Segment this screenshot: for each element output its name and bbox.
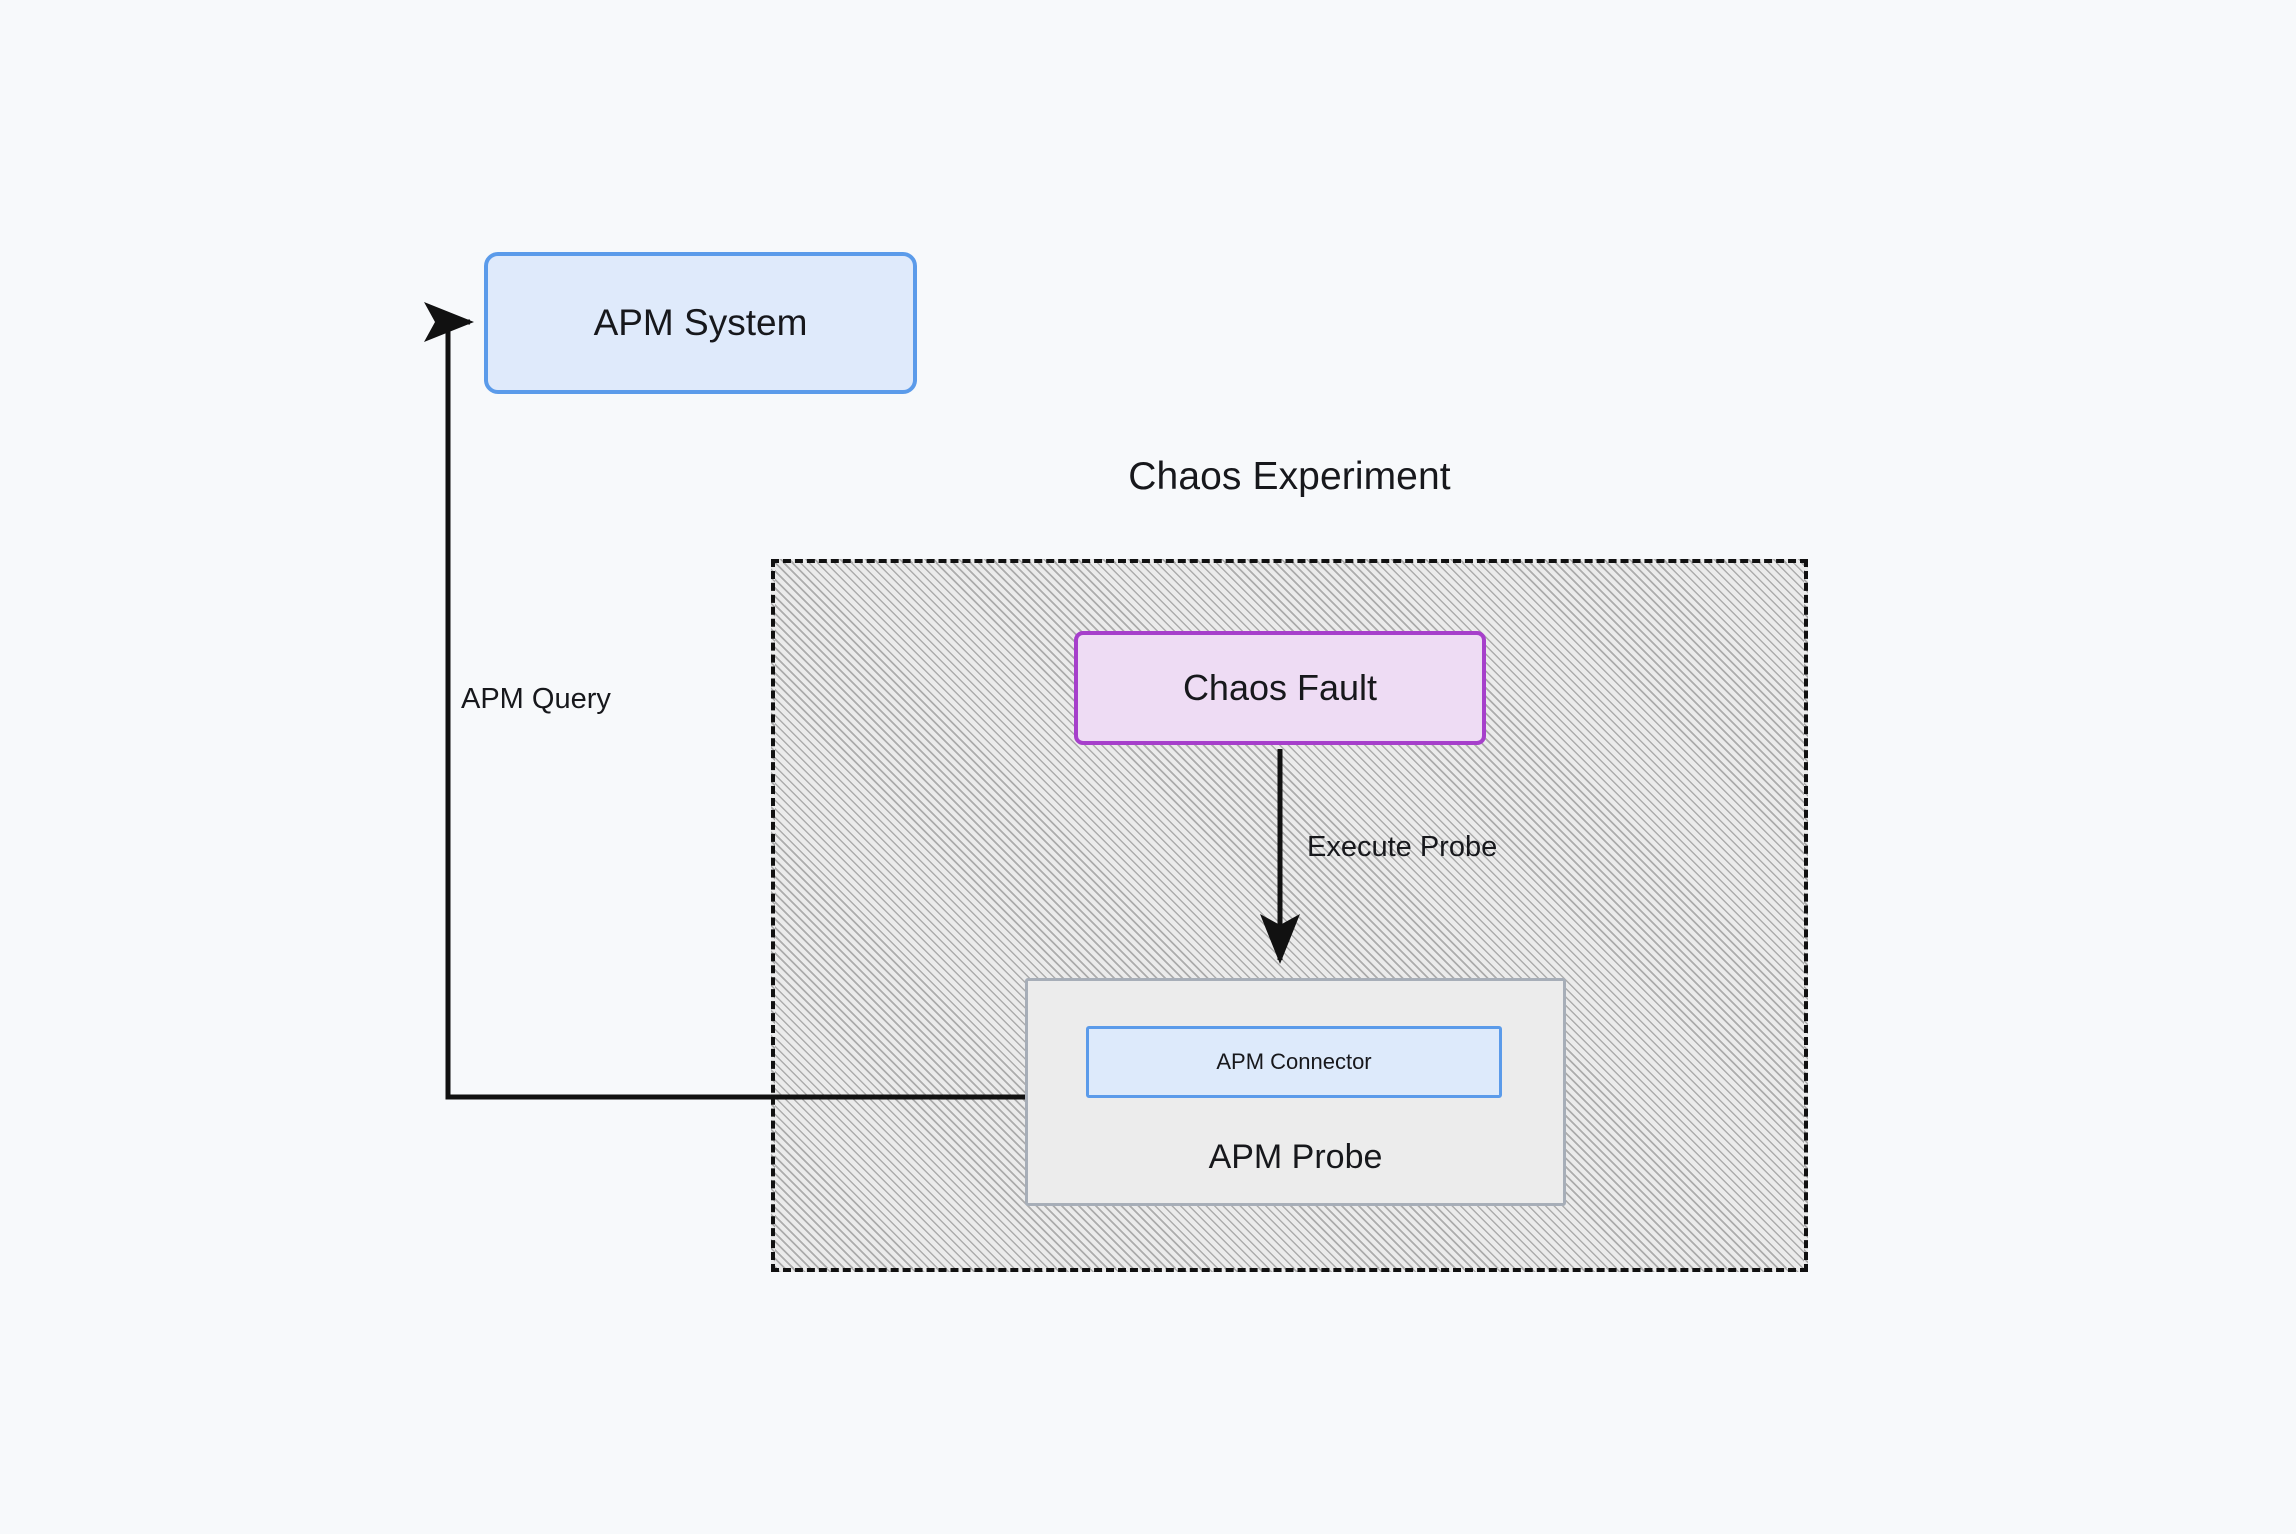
node-apm-connector-label: APM Connector — [1216, 1049, 1372, 1074]
edge-label-apm-query: APM Query — [461, 683, 611, 715]
node-apm-probe[interactable]: APM Connector APM Probe — [1025, 978, 1566, 1206]
node-apm-connector[interactable]: APM Connector — [1086, 1026, 1502, 1098]
node-chaos-fault-label: Chaos Fault — [1182, 667, 1378, 708]
node-apm-probe-label: APM Probe — [1208, 1138, 1383, 1176]
node-chaos-fault[interactable]: Chaos Fault — [1074, 631, 1486, 745]
node-apm-system-label: APM System — [593, 302, 808, 343]
edge-label-execute-probe: Execute Probe — [1307, 831, 1498, 863]
cluster-title-chaos-experiment: Chaos Experiment — [1128, 455, 1451, 498]
node-apm-system[interactable]: APM System — [484, 252, 917, 394]
